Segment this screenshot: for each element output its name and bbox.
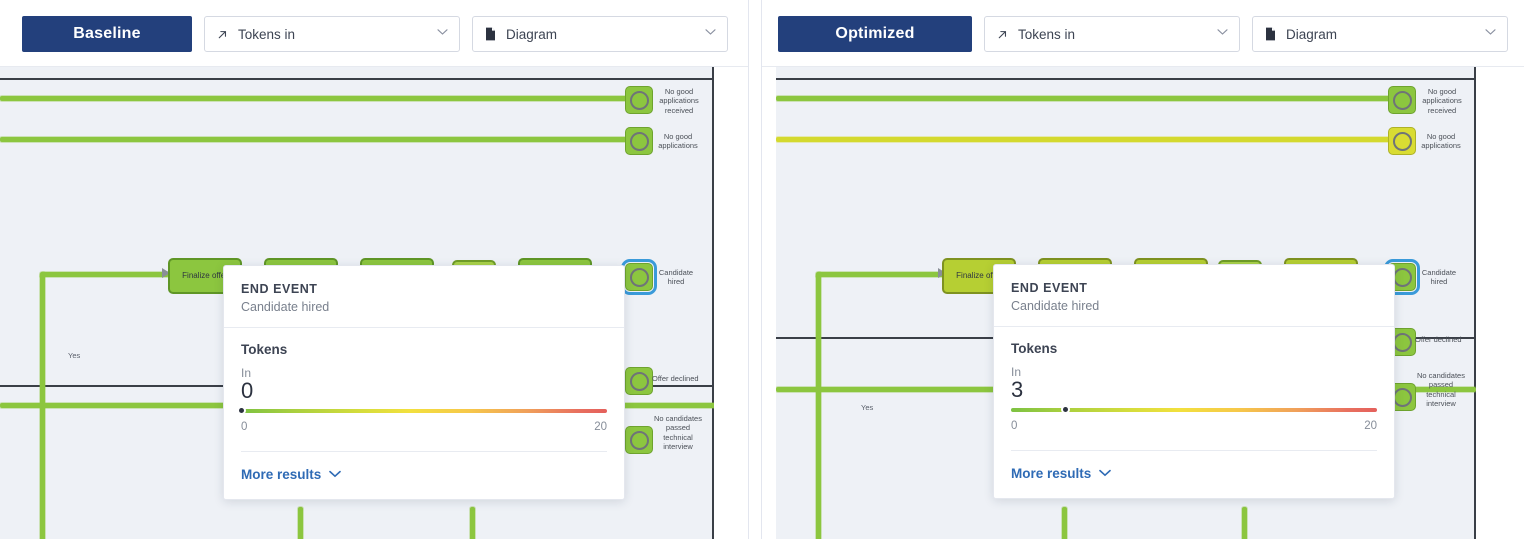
card-body: Tokens In 0 0 20 [224, 328, 624, 453]
chevron-down-icon [437, 27, 448, 38]
metric-value: 0 [241, 378, 254, 403]
view-select-baseline[interactable]: Diagram [472, 16, 728, 52]
gauge-max: 20 [594, 421, 607, 434]
gauge-min: 0 [241, 421, 248, 434]
end-event-label: No good applications [658, 132, 698, 151]
chevron-down-icon [705, 27, 716, 38]
end-event-offer-declined[interactable] [625, 367, 653, 395]
end-event-no-good-applications-received[interactable] [1388, 86, 1416, 114]
card-header: END EVENT Candidate hired [994, 265, 1394, 327]
card-subtitle: Candidate hired [1011, 299, 1100, 313]
end-event-label: Candidate hired [658, 268, 694, 287]
card-body: Tokens In 3 0 20 [994, 327, 1394, 452]
sequence-flow [40, 272, 168, 277]
flow-arrow [162, 268, 170, 278]
gauge-marker [238, 408, 244, 414]
metric-direction-label: In [1011, 365, 1022, 379]
metric-value: 3 [1011, 377, 1024, 402]
gauge-scale: 0 20 [1011, 420, 1377, 432]
sequence-flow [470, 507, 475, 539]
chevron-down-icon [1099, 469, 1112, 480]
gauge-scale: 0 20 [241, 421, 607, 433]
end-event-label: No candidates passed technical interview [654, 414, 702, 452]
arrow-up-right-icon [995, 27, 1009, 41]
sequence-flow [1242, 507, 1247, 539]
tooltip-card-optimized[interactable]: END EVENT Candidate hired Tokens In 3 0 … [993, 264, 1395, 500]
view-select-optimized[interactable]: Diagram [1252, 16, 1508, 52]
toolbar-baseline: Baseline Tokens in Diagram [0, 0, 748, 67]
end-event-label: Candidate hired [1421, 268, 1457, 287]
document-icon [1263, 27, 1277, 41]
card-subtitle: Candidate hired [241, 300, 330, 314]
metric-select-label: Tokens in [1018, 26, 1076, 42]
lane-separator [776, 78, 1474, 80]
more-results-toggle-baseline[interactable]: More results [224, 452, 624, 499]
lane-separator [0, 78, 712, 80]
sequence-flow [298, 507, 303, 539]
sequence-flow [1062, 507, 1067, 539]
end-event-no-good-applications-received[interactable] [625, 86, 653, 114]
gauge [1011, 407, 1377, 413]
panel-baseline: Baseline Tokens in Diagram [0, 0, 748, 539]
chevron-down-icon [1217, 27, 1228, 38]
card-header: END EVENT Candidate hired [224, 266, 624, 328]
gauge-gradient-bar [1011, 408, 1377, 413]
view-select-label: Diagram [506, 26, 558, 42]
view-select-label: Diagram [1286, 26, 1338, 42]
end-event-label: Offer declined [1415, 335, 1462, 344]
sequence-flow [776, 96, 1398, 101]
metric-select-baseline[interactable]: Tokens in [204, 16, 460, 52]
sequence-flow [0, 137, 636, 142]
metric-direction-label: In [241, 366, 252, 380]
gauge-min: 0 [1011, 420, 1018, 433]
sequence-flow [776, 137, 1398, 142]
chevron-down-icon [1485, 27, 1496, 38]
end-event-label: Offer declined [652, 374, 699, 383]
end-event-no-good-applications[interactable] [625, 127, 653, 155]
mode-button-optimized[interactable]: Optimized [778, 16, 972, 52]
gauge-gradient-bar [241, 409, 607, 414]
sequence-flow [816, 272, 944, 277]
divider [1011, 450, 1377, 452]
end-event-label: No good applications [1421, 132, 1461, 151]
more-results-label: More results [241, 467, 322, 483]
toolbar-optimized: Optimized Tokens in Diagram [762, 0, 1524, 67]
sequence-flow [816, 272, 821, 539]
mode-button-baseline[interactable]: Baseline [22, 16, 192, 52]
card-kicker: END EVENT [241, 282, 318, 296]
arrow-up-right-icon [215, 27, 229, 41]
gauge [238, 408, 607, 414]
sequence-flow [0, 96, 636, 101]
gauge-marker [1063, 407, 1069, 413]
panel-divider [748, 0, 762, 539]
metric-select-label: Tokens in [238, 26, 296, 42]
tooltip-card-baseline[interactable]: END EVENT Candidate hired Tokens In 0 0 … [223, 265, 625, 501]
more-results-label: More results [1011, 466, 1092, 482]
end-event-label: No good applications received [659, 87, 699, 115]
end-event-no-candidates-passed-technical-interview[interactable] [625, 426, 653, 454]
chevron-down-icon [329, 470, 342, 481]
end-event-no-good-applications[interactable] [1388, 127, 1416, 155]
card-kicker: END EVENT [1011, 281, 1088, 295]
flow-label-yes: Yes [68, 351, 81, 360]
document-icon [483, 27, 497, 41]
flow-label-yes: Yes [861, 403, 874, 412]
gauge-max: 20 [1364, 420, 1377, 433]
panel-optimized: Optimized Tokens in Diagram [762, 0, 1524, 539]
metric-select-optimized[interactable]: Tokens in [984, 16, 1240, 52]
divider [241, 451, 607, 453]
end-event-label: No candidates passed technical interview [1417, 371, 1465, 409]
end-event-label: No good applications received [1422, 87, 1462, 115]
tokens-section-title: Tokens [1011, 341, 1058, 356]
more-results-toggle-optimized[interactable]: More results [994, 451, 1394, 498]
tokens-section-title: Tokens [241, 342, 288, 357]
end-event-candidate-hired[interactable] [621, 259, 657, 295]
